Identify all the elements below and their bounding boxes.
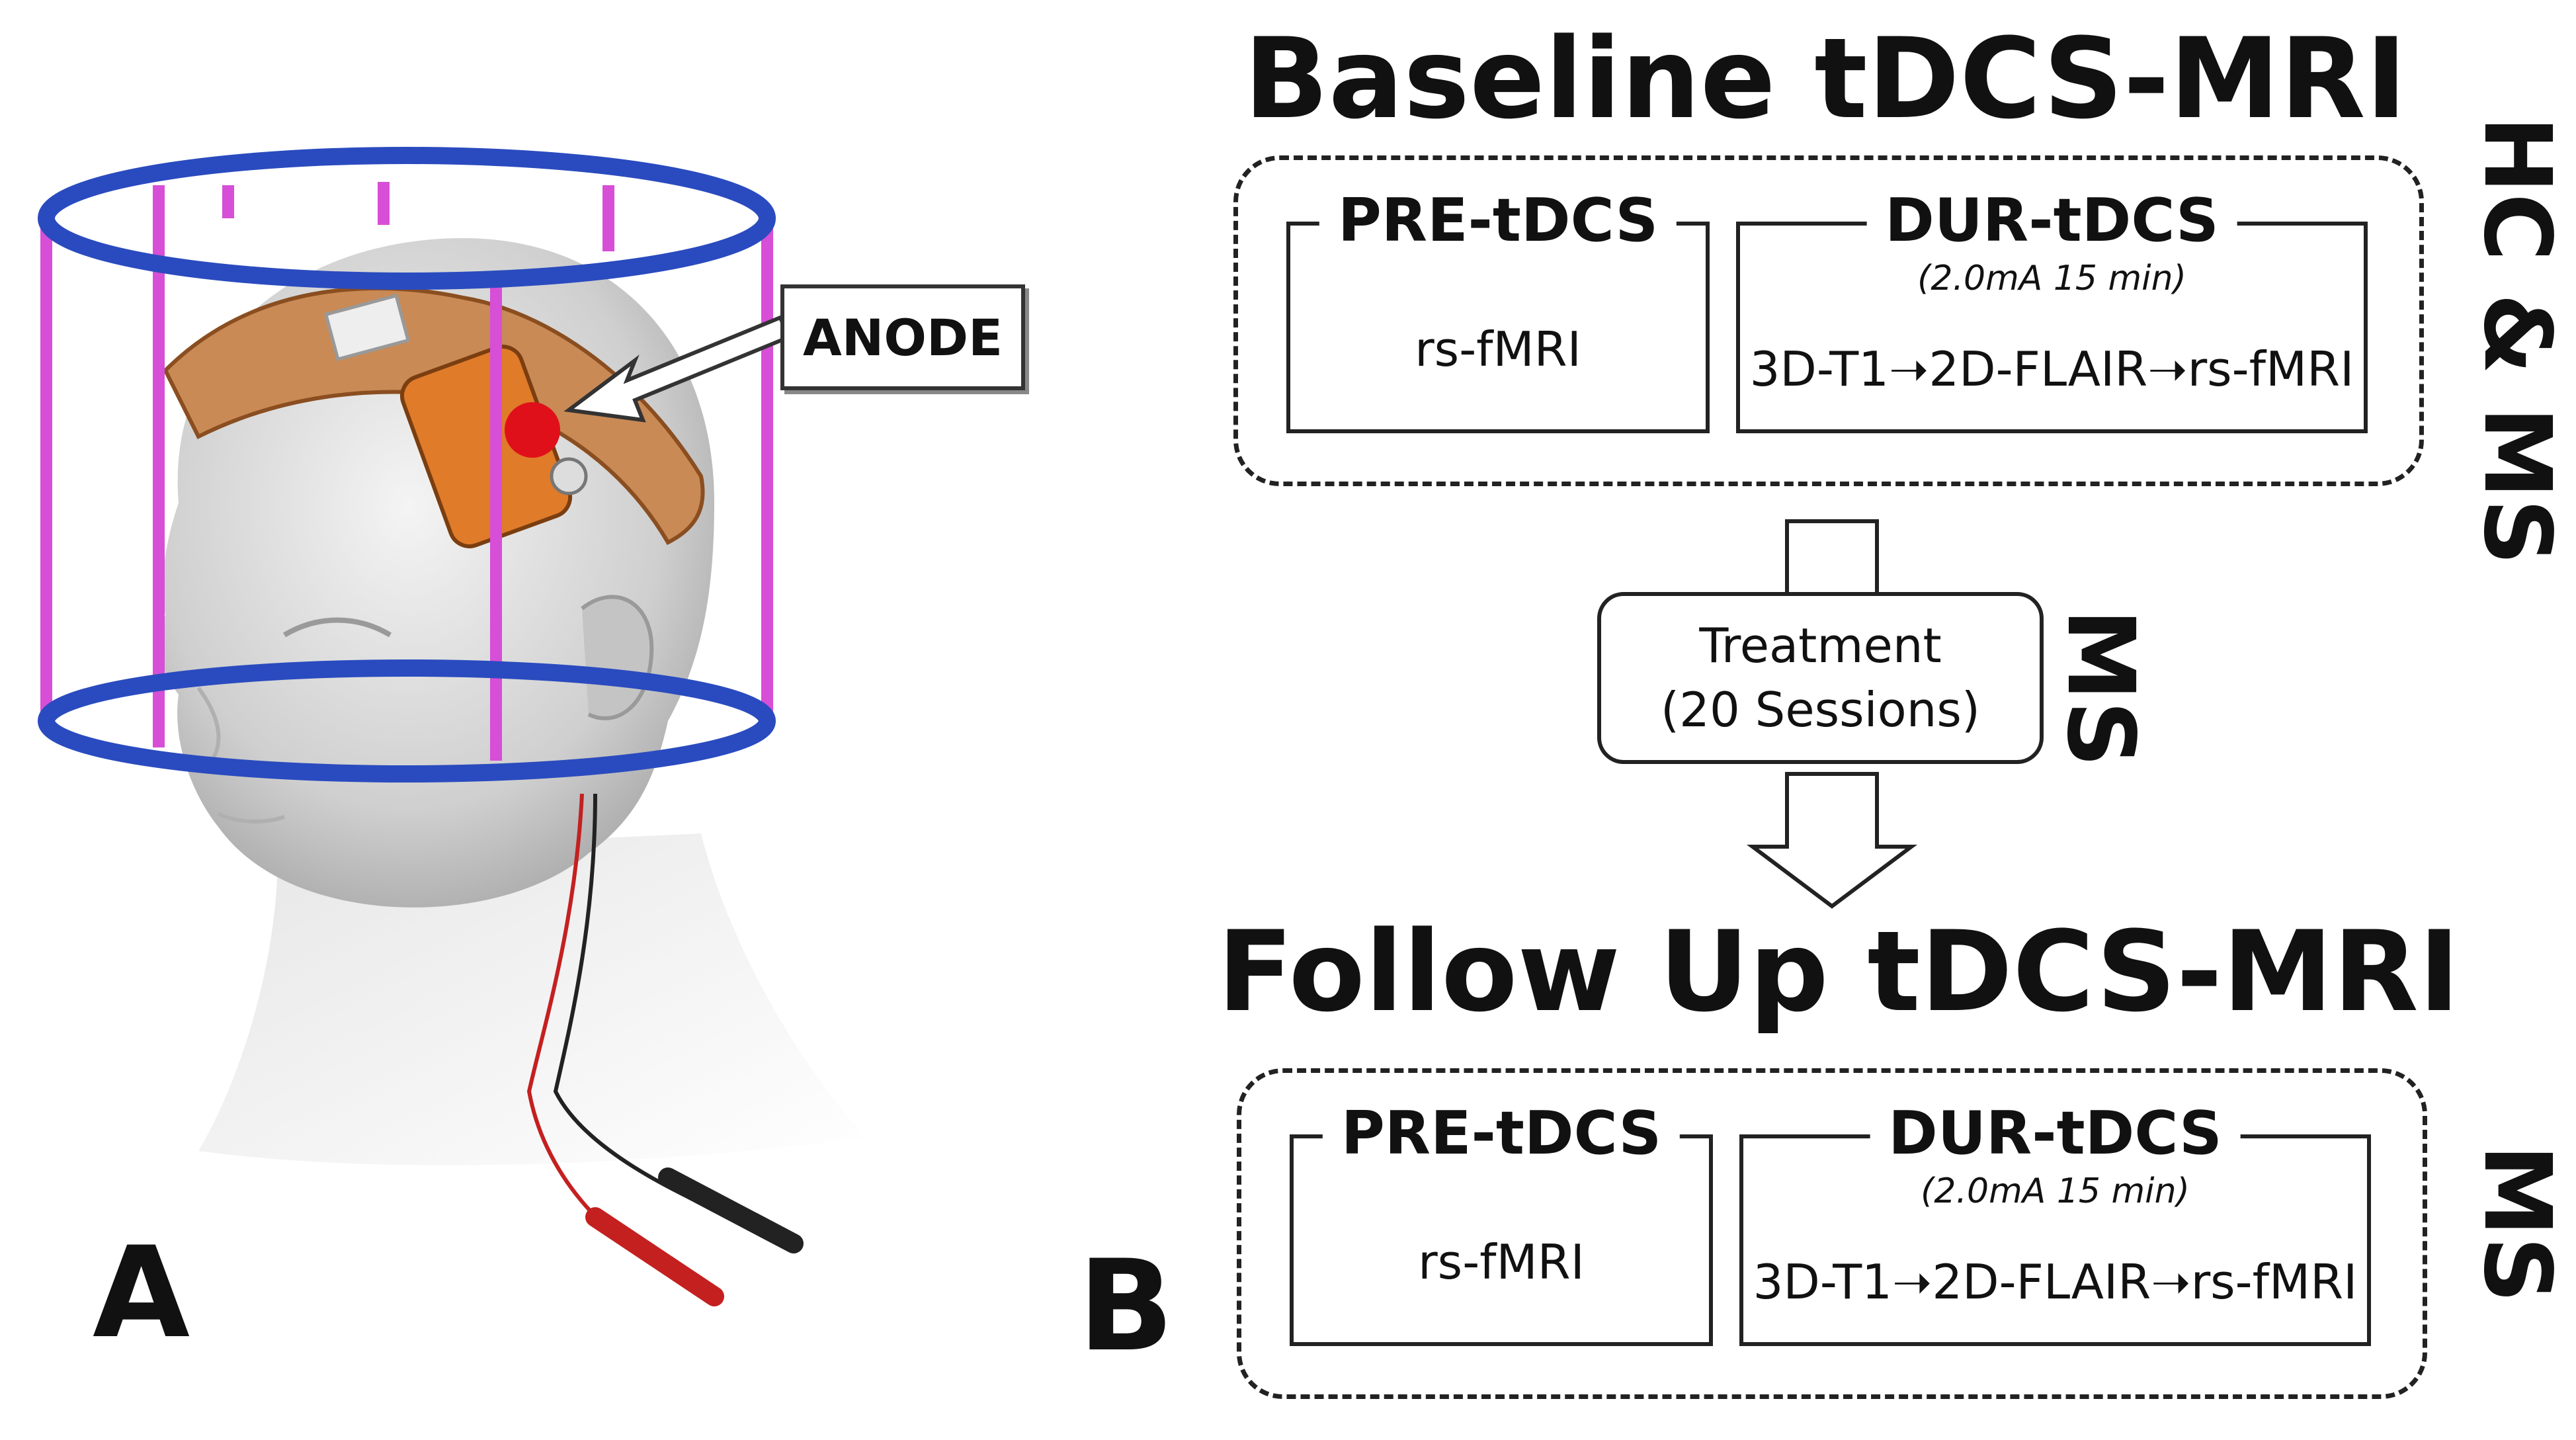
baseline-dur-tdcs-title: DUR-tDCS	[1866, 191, 2237, 251]
treatment-box: Treatment (20 Sessions)	[1597, 592, 2044, 764]
treatment-group-label: MS	[2046, 609, 2154, 768]
panel-letter-b: B	[1078, 1233, 1174, 1379]
baseline-heading: Baseline tDCS-MRI	[1243, 14, 2407, 144]
baseline-pre-tdcs-body: rs-fMRI	[1415, 321, 1581, 377]
follow-up-group-label: MS	[2463, 1144, 2571, 1304]
nose	[196, 687, 221, 762]
coil-top-ring-back	[38, 147, 776, 220]
eye	[282, 617, 392, 638]
lead-plug-black	[658, 1167, 804, 1253]
treatment-line-1: Treatment	[1699, 617, 1942, 673]
headband-clip	[323, 293, 411, 362]
follow-up-dur-tdcs-title: DUR-tDCS	[1870, 1104, 2241, 1164]
anode-callout-label: ANODE	[780, 284, 1025, 390]
follow-up-dur-tdcs-sequence: 3D-T1➝2D-FLAIR➝rs-fMRI	[1753, 1254, 2358, 1310]
baseline-group-label: HC & MS	[2463, 116, 2571, 566]
treatment-arrow	[1747, 519, 1917, 909]
baseline-dur-tdcs-sequence: 3D-T1➝2D-FLAIR➝rs-fMRI	[1749, 341, 2354, 397]
mouth	[217, 812, 285, 824]
follow-up-dur-tdcs-box: DUR-tDCS (2.0mA 15 min) 3D-T1➝2D-FLAIR➝r…	[1739, 1104, 2371, 1346]
follow-up-pre-tdcs-title: PRE-tDCS	[1322, 1104, 1681, 1164]
coil-rods	[40, 182, 773, 761]
baseline-group	[1233, 155, 2424, 486]
baseline-dur-tdcs-box: DUR-tDCS (2.0mA 15 min) 3D-T1➝2D-FLAIR➝r…	[1736, 191, 2368, 433]
anode-electrode	[505, 402, 560, 458]
head-neck	[198, 833, 866, 1165]
treatment-line-2: (20 Sessions)	[1661, 682, 1980, 738]
lead-plug-red	[585, 1207, 724, 1306]
baseline-dur-tdcs-subtitle: (2.0mA 15 min)	[1917, 259, 2186, 298]
anode-callout-text: ANODE	[802, 308, 1003, 367]
follow-up-group	[1237, 1068, 2427, 1399]
coil-top-ring-front	[38, 217, 776, 290]
baseline-pre-tdcs-box: PRE-tDCS rs-fMRI	[1286, 191, 1710, 433]
tdcs-head-illustration	[38, 147, 866, 1306]
follow-up-pre-tdcs-body: rs-fMRI	[1418, 1234, 1585, 1290]
coil-bottom-ring	[38, 659, 776, 783]
follow-up-heading: Follow Up tDCS-MRI	[1217, 907, 2460, 1037]
follow-up-pre-tdcs-box: PRE-tDCS rs-fMRI	[1290, 1104, 1713, 1346]
follow-up-dur-tdcs-subtitle: (2.0mA 15 min)	[1921, 1171, 2190, 1211]
electrode-connector	[550, 457, 588, 495]
baseline-pre-tdcs-title: PRE-tDCS	[1319, 191, 1677, 251]
panel-letter-a: A	[93, 1220, 190, 1366]
